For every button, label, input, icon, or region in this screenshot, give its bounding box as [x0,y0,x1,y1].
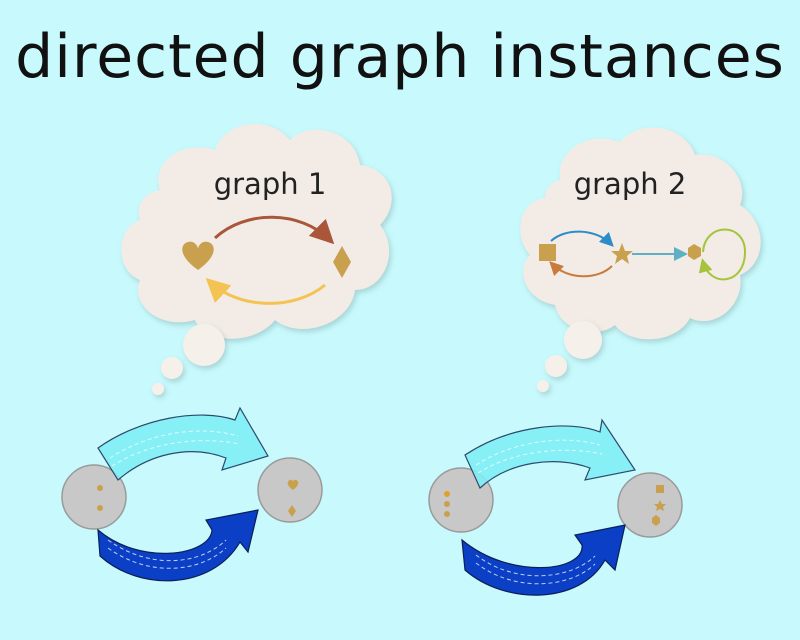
square-node-icon [656,485,664,493]
hexagon-node-icon [688,244,701,260]
graph-2-edge-square-to-star [550,230,614,247]
target-node-disc [257,457,323,523]
graph-1-edge-heart-to-diamond [213,215,335,245]
forward-edge-bundle-arrow [464,418,636,490]
target-node-disc [617,472,683,538]
page-title: directed graph instances [15,22,785,92]
diamond-node-icon [288,505,296,517]
source-node-disc [61,464,127,530]
star-node-icon [654,500,666,511]
graph-2-bundle-model [428,418,683,596]
graph-1-label: graph 1 [214,167,327,201]
graph-1-edge-diamond-to-heart [205,277,326,305]
backward-edge-bundle-arrow [97,509,259,582]
thought-bubbles-1 [152,324,225,395]
graph-1-bundle-model [61,406,323,582]
hexagon-node-icon [652,515,660,526]
thought-cloud-graph-1 [121,123,392,339]
graph-2-edge-star-to-square [549,261,613,278]
graph-2-edge-hexagon-self-loop [698,228,747,281]
graph-1-diagram [182,215,351,305]
forward-edge-bundle-arrow [97,406,269,481]
graph-2-diagram [539,228,747,281]
square-node-icon [539,244,556,261]
star-node-icon [611,243,633,264]
heart-node-icon [287,479,299,490]
graph-2-label: graph 2 [574,167,687,201]
thought-cloud-graph-2 [520,127,761,340]
backward-edge-bundle-arrow [461,524,626,596]
diamond-node-icon [333,246,351,278]
heart-node-icon [182,241,214,270]
thought-bubbles-2 [537,321,602,392]
